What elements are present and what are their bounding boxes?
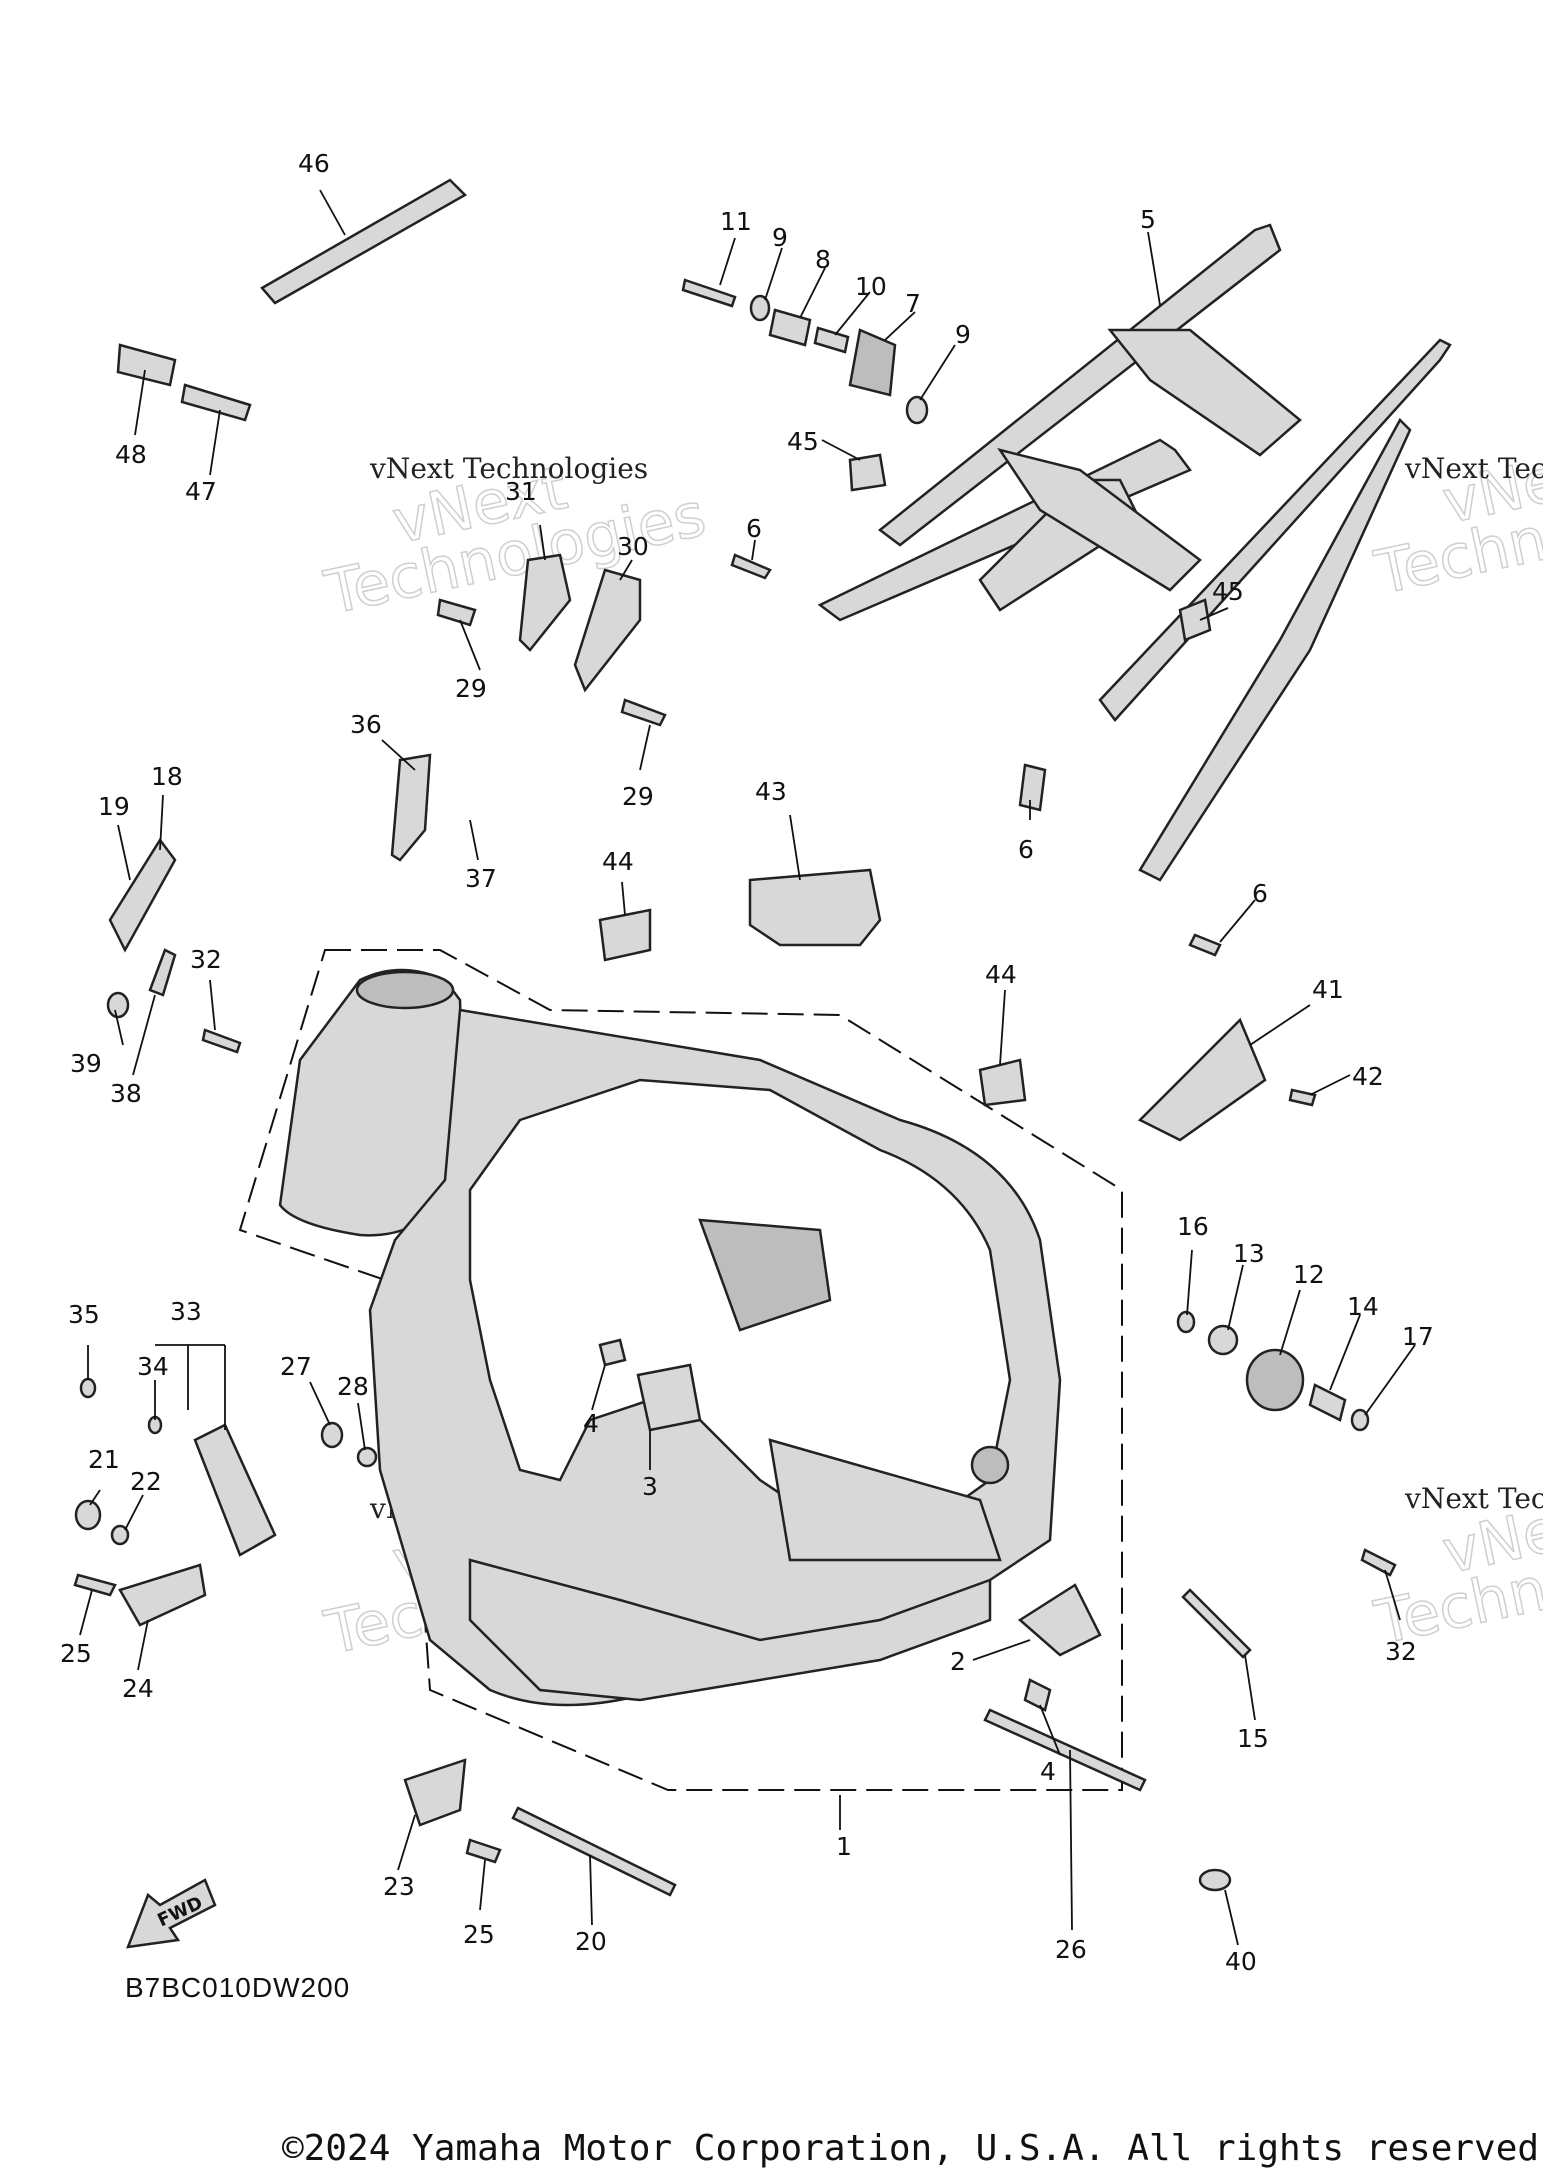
callout-22: 22 — [130, 1467, 162, 1496]
callout-40: 40 — [1225, 1947, 1257, 1976]
callout-23: 23 — [383, 1872, 415, 1901]
callout-44: 44 — [602, 847, 634, 876]
watermark-caption: vNext Technologies — [1404, 452, 1543, 485]
callout-42: 42 — [1352, 1062, 1384, 1091]
callout-24: 24 — [122, 1674, 154, 1703]
callout-44: 44 — [985, 960, 1017, 989]
callout-34: 34 — [137, 1352, 169, 1381]
callout-35: 35 — [68, 1300, 100, 1329]
callout-48: 48 — [115, 440, 147, 469]
callout-37: 37 — [465, 864, 497, 893]
callout-7: 7 — [905, 289, 921, 318]
callout-1: 1 — [836, 1832, 852, 1861]
watermark-top-right: vNext Technologies — [1368, 432, 1543, 609]
callout-17: 17 — [1402, 1322, 1434, 1351]
callout-10: 10 — [855, 272, 887, 301]
callout-3: 3 — [642, 1472, 658, 1501]
callout-38: 38 — [110, 1079, 142, 1108]
callout-6: 6 — [746, 514, 762, 543]
rear-subframe — [817, 223, 1452, 882]
callout-18: 18 — [151, 762, 183, 791]
callout-12: 12 — [1293, 1260, 1325, 1289]
watermark-caption: vNext Technologies — [1404, 1482, 1543, 1515]
callout-16: 16 — [1177, 1212, 1209, 1241]
callout-19: 19 — [98, 792, 130, 821]
callout-28: 28 — [337, 1372, 369, 1401]
callout-43: 43 — [755, 777, 787, 806]
callout-14: 14 — [1347, 1292, 1379, 1321]
callout-29: 29 — [622, 782, 654, 811]
callout-4: 4 — [583, 1409, 599, 1438]
watermark-caption: vNext Technologies — [369, 452, 648, 485]
hardware-parts — [73, 178, 1397, 1897]
callout-36: 36 — [350, 710, 382, 739]
callout-15: 15 — [1237, 1724, 1269, 1753]
callout-39: 39 — [70, 1049, 102, 1078]
callout-46: 46 — [298, 149, 330, 178]
callout-26: 26 — [1055, 1935, 1087, 1964]
callout-2: 2 — [950, 1647, 966, 1676]
leader-lines — [79, 189, 1416, 1946]
callout-45: 45 — [1212, 577, 1244, 606]
callout-6: 6 — [1252, 879, 1268, 908]
callout-29: 29 — [455, 674, 487, 703]
main-frame — [278, 968, 1062, 1707]
callout-13: 13 — [1233, 1239, 1265, 1268]
callout-21: 21 — [88, 1445, 120, 1474]
callout-41: 41 — [1312, 975, 1344, 1004]
callout-32: 32 — [1385, 1637, 1417, 1666]
callout-31: 31 — [505, 477, 537, 506]
callout-47: 47 — [185, 477, 217, 506]
copyright-notice: ©2024 Yamaha Motor Corporation, U.S.A. A… — [282, 2128, 1540, 2169]
fwd-arrow: FWD — [126, 1878, 217, 1949]
callout-4: 4 — [1040, 1757, 1056, 1786]
callout-33: 33 — [170, 1297, 202, 1326]
callout-27: 27 — [280, 1352, 312, 1381]
callout-9: 9 — [955, 320, 971, 349]
callout-45: 45 — [787, 427, 819, 456]
callout-25: 25 — [463, 1920, 495, 1949]
callout-8: 8 — [815, 245, 831, 274]
callout-32: 32 — [190, 945, 222, 974]
callout-11: 11 — [720, 207, 752, 236]
callout-30: 30 — [617, 532, 649, 561]
callout-6: 6 — [1018, 835, 1034, 864]
diagram-code: B7BC010DW200 — [125, 1972, 351, 2003]
callout-labels: 1 2 3 4 4 5 6 6 6 7 8 9 9 10 11 12 13 14… — [60, 149, 1434, 1976]
callout-5: 5 — [1140, 205, 1156, 234]
frame-assembly-outline — [238, 949, 1123, 1791]
callout-25: 25 — [60, 1639, 92, 1668]
callout-20: 20 — [575, 1927, 607, 1956]
callout-9: 9 — [772, 223, 788, 252]
